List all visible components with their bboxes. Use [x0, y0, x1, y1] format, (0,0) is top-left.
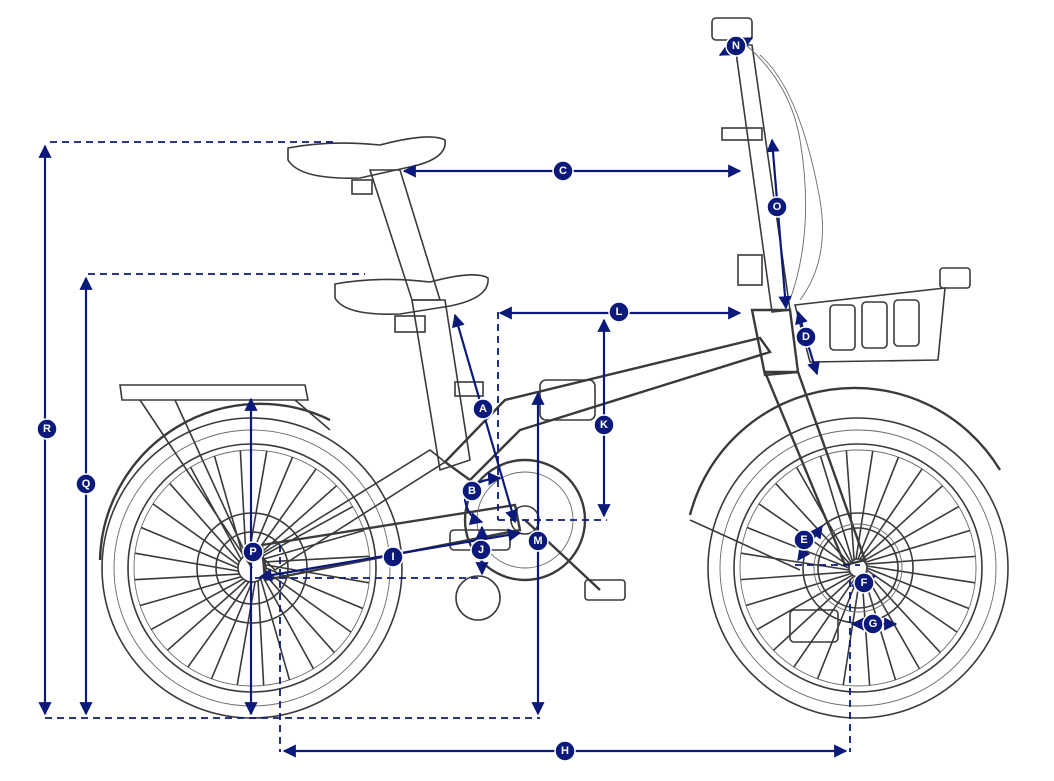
badge-o: O: [766, 196, 788, 218]
spoke: [740, 552, 850, 571]
badge-c: C: [552, 160, 574, 182]
spoke: [140, 526, 239, 569]
badge-e: E: [793, 529, 815, 551]
spoke: [842, 576, 861, 686]
spoke: [864, 529, 971, 564]
badge-q: Q: [75, 473, 97, 495]
dim-b: [463, 472, 502, 526]
spoke: [264, 573, 335, 654]
spoke: [866, 567, 970, 610]
saddle-lowered: [334, 274, 489, 397]
label-r: R: [43, 423, 51, 435]
label-m: M: [533, 535, 542, 547]
label-a: A: [479, 403, 487, 415]
handlebar-stem: [711, 17, 823, 313]
spoke: [859, 468, 923, 560]
spoke: [861, 485, 944, 561]
spoke: [187, 581, 250, 668]
label-c: C: [559, 165, 567, 177]
spoke: [745, 572, 852, 607]
spoke: [863, 505, 960, 562]
label-i: I: [391, 551, 394, 563]
badge-i: I: [382, 546, 404, 568]
label-f: F: [861, 577, 868, 589]
spoke: [259, 578, 291, 681]
spoke: [775, 482, 851, 565]
label-j: J: [478, 544, 484, 556]
spoke: [845, 450, 855, 560]
rear-fender: [98, 402, 331, 561]
label-n: N: [732, 40, 740, 52]
spoke: [772, 575, 855, 651]
spoke: [134, 573, 240, 581]
badge-h: H: [554, 740, 576, 762]
spoke: [740, 571, 850, 581]
spoke: [865, 571, 941, 654]
label-k: K: [600, 419, 608, 431]
badge-j: J: [470, 539, 492, 561]
label-g: G: [869, 618, 878, 630]
label-e: E: [800, 534, 807, 546]
label-h: H: [561, 745, 569, 757]
spoke: [139, 575, 242, 607]
front-fender: [688, 386, 1002, 516]
spoke: [866, 565, 976, 584]
badge-b: B: [461, 480, 483, 502]
rear-rack: [119, 384, 331, 569]
spoke: [756, 574, 853, 631]
badge-p: P: [242, 541, 264, 563]
saddle-extended: [287, 136, 446, 301]
spoke: [213, 455, 245, 558]
badge-f: F: [853, 572, 875, 594]
badge-a: A: [472, 398, 494, 420]
badge-d: D: [795, 326, 817, 348]
label-l: L: [616, 306, 623, 318]
spoke: [166, 580, 247, 651]
front-basket: [793, 267, 971, 363]
spoke: [866, 555, 976, 565]
spoke: [152, 503, 239, 566]
spoke: [239, 450, 247, 556]
badge-r: R: [36, 418, 58, 440]
spoke: [793, 576, 857, 668]
front-wheel: [707, 417, 1009, 719]
spoke: [262, 576, 315, 670]
bike-illustration: [98, 17, 1009, 719]
badge-k: K: [593, 414, 615, 436]
spoke: [857, 456, 900, 560]
spoke: [134, 552, 239, 572]
spoke: [257, 580, 265, 686]
spoke: [169, 482, 240, 563]
spoke: [150, 578, 244, 631]
badge-l: L: [608, 301, 630, 323]
label-p: P: [249, 546, 256, 558]
label-o: O: [773, 201, 782, 213]
badge-n: N: [725, 35, 747, 57]
label-q: Q: [82, 478, 91, 490]
badge-m: M: [527, 530, 549, 552]
badge-g: G: [862, 613, 884, 635]
spoke: [866, 569, 958, 633]
label-d: D: [802, 331, 810, 343]
label-b: B: [468, 485, 476, 497]
dim-o: [766, 138, 792, 310]
spoke: [819, 455, 854, 562]
